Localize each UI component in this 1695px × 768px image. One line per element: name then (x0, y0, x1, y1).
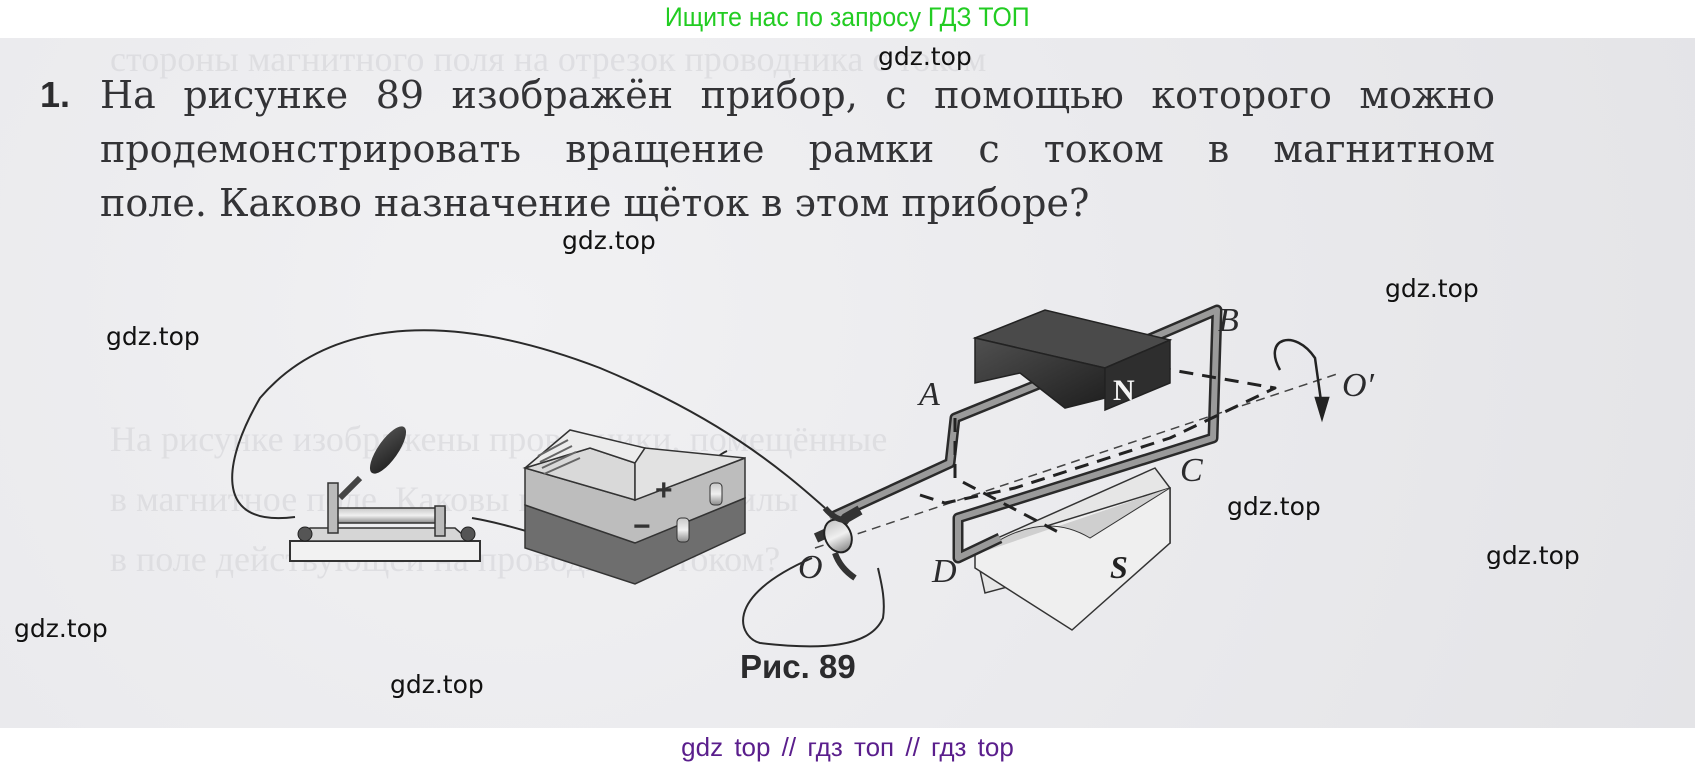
watermark: gdz.top (1486, 541, 1580, 570)
footer-watermark-text: gdz top // гдз топ // гдз top (681, 732, 1014, 762)
label-o-prime: O′ (1342, 367, 1375, 404)
top-banner: Ищите нас по запросу ГДЗ ТОП (0, 0, 1695, 38)
south-pole-magnet-icon: S (974, 467, 1171, 631)
label-a: A (917, 376, 940, 413)
watermark: gdz.top (562, 226, 656, 255)
rotation-axis-line (814, 372, 1341, 549)
label-d: D (931, 553, 957, 590)
question-number: 1. (40, 74, 71, 115)
lower-brush (832, 551, 857, 581)
wire-frame-abcd (827, 304, 1277, 564)
watermark: gdz.top (1227, 492, 1321, 521)
south-pole-label: S (1110, 549, 1128, 585)
minus-terminal-label: − (633, 510, 651, 543)
bottom-banner: gdz top // гдз топ // гдз top (0, 728, 1695, 768)
label-b: B (1218, 302, 1239, 339)
north-pole-label: N (1113, 374, 1135, 407)
label-c: C (1180, 452, 1203, 489)
watermark: gdz.top (106, 322, 200, 351)
knife-switch-icon (289, 426, 481, 562)
commutator-brushes-icon (813, 505, 863, 581)
question-line-2: продемонстрировать вращение рамки с токо… (100, 127, 1495, 171)
figure-89-illustration: + − S N (231, 302, 1375, 648)
watermark: gdz.top (14, 614, 108, 643)
rotation-direction-arrow-icon (1273, 338, 1330, 423)
question-line-1: На рисунке 89 изображён прибор, с помощь… (100, 73, 1495, 117)
textbook-page: стороны магнитного поля на отрезок прово… (0, 38, 1695, 728)
watermark: gdz.top (878, 42, 972, 71)
search-hint-text: Ищите нас по запросу ГДЗ ТОП (665, 2, 1030, 32)
power-supply-icon: + − (522, 429, 746, 585)
bleed-through-text: стороны магнитного поля на отрезок прово… (110, 39, 987, 79)
label-o: O (798, 549, 823, 586)
plus-terminal-label: + (655, 474, 673, 507)
upper-brush (822, 506, 846, 523)
watermark: gdz.top (1385, 274, 1479, 303)
north-pole-magnet-icon: N (972, 309, 1173, 412)
watermark: gdz.top (390, 670, 484, 699)
question-line-3: поле. Каково назначение щёток в этом при… (100, 181, 1090, 225)
figure-caption: Рис. 89 (740, 648, 856, 685)
